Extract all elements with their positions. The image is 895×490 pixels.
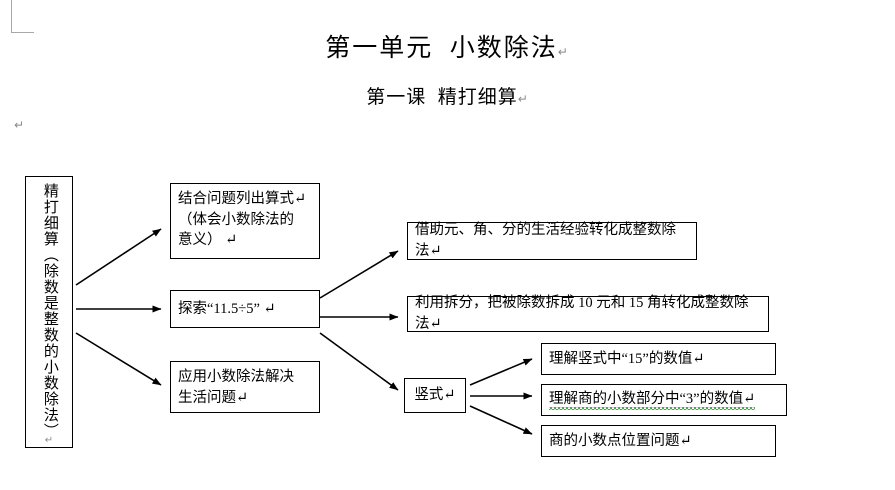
arrow-root-to-apply (75, 332, 162, 386)
page-subtitle: 第一课 精打细算↵ (0, 82, 895, 109)
node-apply[interactable]: 应用小数除法解决 生活问题↵ (170, 361, 320, 413)
node-decimal-point-label: 商的小数点位置问题↵ (549, 432, 692, 449)
node-explore[interactable]: 探索“11.5÷5” ↵ (170, 290, 320, 328)
node-explore-label: 探索“11.5÷5” ↵ (178, 300, 276, 317)
node-list-expression[interactable]: 结合问题列出算式↵ （体会小数除法的 意义） ↵ (170, 183, 320, 259)
node-list-expression-line-1: 结合问题列出算式↵ (178, 191, 307, 207)
node-apply-line-2: 生活问题↵ (178, 389, 249, 406)
node-value-3-label: 理解商的小数部分中“3”的数值↵ (549, 388, 756, 412)
node-apply-line-1: 应用小数除法解决 (178, 369, 294, 385)
node-value-15[interactable]: 理解竖式中“15”的数值↵ (541, 343, 776, 375)
pilcrow-icon: ↵ (44, 435, 54, 446)
node-root-label: 精打细算（除数是整数的小数除法） (41, 183, 58, 439)
pilcrow-icon: ↵ (517, 92, 529, 106)
arrow-explore-to-vertical-form (319, 332, 399, 391)
pilcrow-icon: ↵ (557, 45, 570, 59)
margin-crop-mark-top-left (11, 0, 34, 33)
arrow-explore-to-yuan-jiao-fen (319, 250, 399, 299)
node-value-3[interactable]: 理解商的小数部分中“3”的数值↵ (541, 384, 787, 416)
node-decimal-point[interactable]: 商的小数点位置问题↵ (541, 425, 776, 457)
node-split[interactable]: 利用拆分，把被除数拆成 10 元和 15 角转化成整数除法↵ (407, 295, 769, 332)
page-subtitle-text: 第一课 精打细算 (366, 87, 518, 108)
page-title-text: 第一单元 小数除法 (325, 35, 558, 62)
page-title: 第一单元 小数除法↵ (0, 28, 895, 64)
arrow-root-to-list-expression (75, 228, 162, 286)
node-value-15-label: 理解竖式中“15”的数值↵ (549, 350, 705, 367)
node-split-label: 利用拆分，把被除数拆成 10 元和 15 角转化成整数除法↵ (415, 295, 749, 332)
pilcrow-icon-empty-paragraph: ↵ (14, 118, 25, 132)
node-vertical-form[interactable]: 竖式↵ (404, 378, 466, 413)
node-list-expression-line-3: 意义） ↵ (178, 232, 238, 249)
node-root-jingdaxisuan[interactable]: 精打细算（除数是整数的小数除法） ↵ (25, 176, 73, 448)
arrow-vertical-form-to-decimal-point (469, 405, 533, 435)
arrow-vertical-form-to-value-15 (469, 358, 533, 386)
node-yuan-jiao-fen-label: 借助元、角、分的生活经验转化成整数除法↵ (415, 222, 676, 259)
node-vertical-form-label: 竖式↵ (414, 387, 456, 404)
node-list-expression-line-2: （体会小数除法的 (178, 211, 294, 228)
node-yuan-jiao-fen[interactable]: 借助元、角、分的生活经验转化成整数除法↵ (407, 222, 697, 260)
